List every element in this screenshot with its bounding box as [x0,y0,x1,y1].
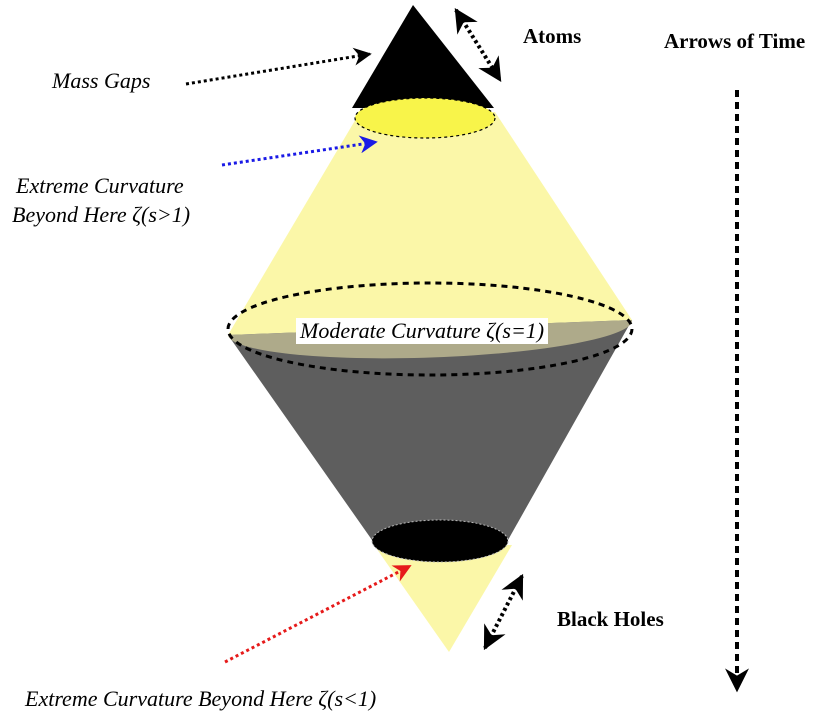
atoms-label: Atoms [523,24,582,48]
extreme-lower-arrow [224,564,412,664]
extreme-upper-arrow [221,135,378,167]
lower-cone [228,320,632,540]
moderate-curvature-label: Moderate Curvature ζ(s=1) [296,318,549,344]
mass-gaps-label: Mass Gaps [52,68,151,93]
extreme-upper-label-line1: Extreme Curvature [16,173,184,198]
atoms-disk [354,97,496,139]
black-hole-disk [371,519,509,563]
extreme-upper-label-line2: Beyond Here ζ(s>1) [12,202,191,227]
arrows-of-time-label: Arrows of Time [664,29,806,53]
atoms-cone [352,5,494,108]
atoms-double-arrow [454,7,502,83]
mass-gaps-arrow [185,47,372,86]
black-holes-label: Black Holes [557,607,664,631]
upper-cone [228,112,632,335]
moderate-curvature-ellipse [226,281,634,377]
extreme-lower-label: Extreme Curvature Beyond Here ζ(s<1) [25,686,377,711]
black-holes-double-arrow [483,573,524,651]
